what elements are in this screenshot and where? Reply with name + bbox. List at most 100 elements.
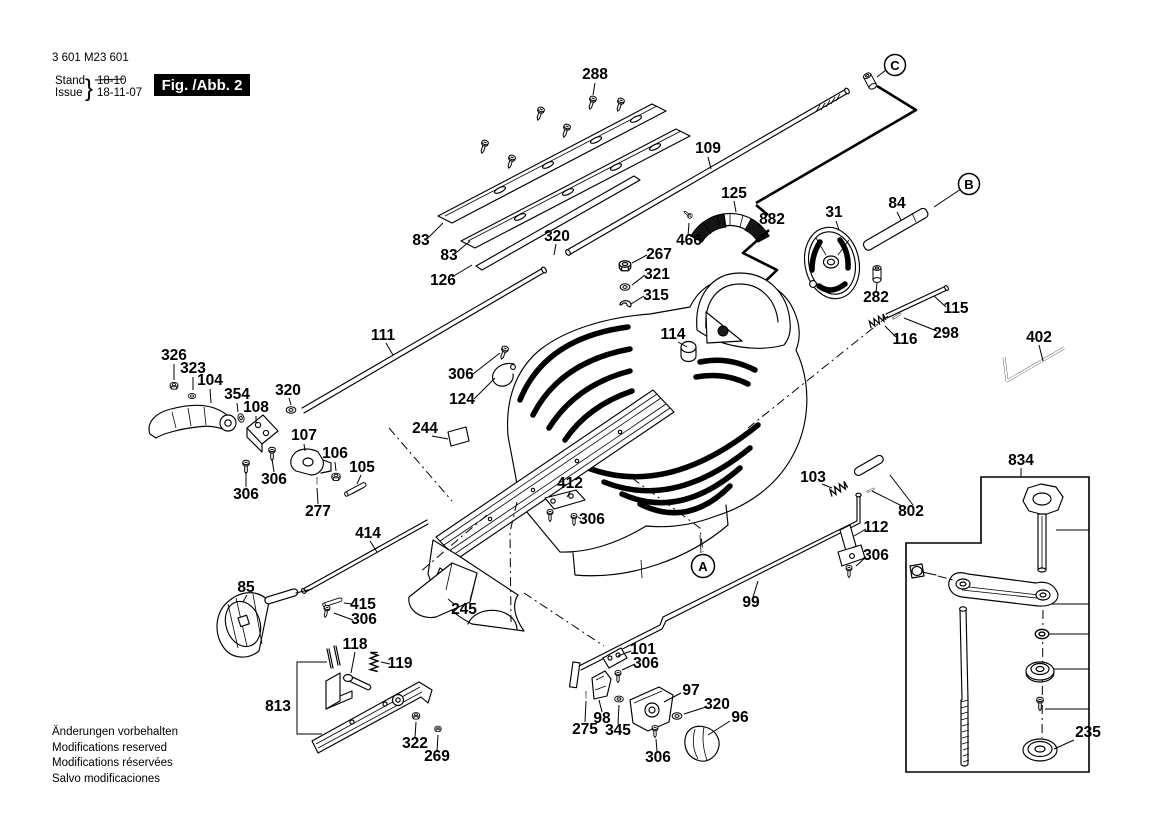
part-label-269: 269 [424,748,450,765]
footer-notes: Änderungen vorbehalten Modifications res… [52,726,178,785]
part-label-119: 119 [387,655,412,672]
part-label-322: 322 [402,735,428,752]
construction-lines [388,315,889,647]
part-label-101: 101 [630,641,656,658]
part-label-306: 306 [448,366,474,383]
strikethrough-line [94,78,125,81]
part-label-320: 320 [544,228,570,245]
part-label-306-3: 306 [233,486,259,503]
part-label-107: 107 [291,427,317,444]
part-label-345: 345 [605,722,631,739]
part-label-97: 97 [682,682,699,699]
pin-118 [342,673,372,691]
part-label-114: 114 [660,326,685,343]
spring-103 [827,480,849,498]
part-labels: 288 109 83 83 126 320 267 321 315 125 46… [161,66,1101,766]
part-label-108: 108 [243,399,269,416]
rod-109-threads [815,93,841,113]
part-label-31: 31 [825,204,843,221]
leader-lines [173,69,1075,752]
threaded-post [959,606,970,767]
spring-119 [369,651,379,673]
part-label-83: 83 [412,232,430,249]
svg-text:C: C [890,58,900,73]
pin-802 [853,454,884,477]
part-label-306-6: 306 [351,611,377,628]
part-label-115: 115 [943,300,968,317]
lever-group-drawing [148,382,368,498]
part-label-104: 104 [197,372,223,389]
footer-line-2: Modifications reserved [52,742,167,754]
part-label-414: 414 [355,525,381,542]
hex-key-402 [1002,346,1065,383]
knob-114 [680,340,697,363]
part-label-99: 99 [742,594,760,611]
part-label-326: 326 [161,347,187,364]
svg-text:B: B [964,177,973,192]
part-label-106: 106 [322,445,348,462]
footer-line-1: Änderungen vorbehalten [52,726,178,738]
part-label-288: 288 [582,66,608,83]
clip-315 [619,300,632,308]
latch-98 [591,670,612,700]
block-108 [246,414,279,445]
wing-screw [909,563,954,581]
foot-235 [1022,738,1058,762]
part-label-402: 402 [1026,329,1052,346]
part-label-118: 118 [342,636,367,653]
balloon-C: C [883,53,907,77]
part-label-412: 412 [557,475,583,492]
footer-line-4: Salvo modificaciones [52,773,160,785]
part-label-98: 98 [593,710,611,727]
part-label-415: 415 [350,596,376,613]
part-label-85: 85 [237,579,255,596]
part-label-125: 125 [721,185,747,202]
footer-line-3: Modifications réservées [52,757,173,769]
part-label-320-3: 320 [704,696,730,713]
part-label-235: 235 [1075,724,1101,741]
part-label-306-4: 306 [579,511,605,528]
part-label-323: 323 [180,360,206,377]
stop-group-drawing [585,647,720,762]
figure-label: Fig. /Abb. 2 [162,77,243,94]
part-label-109: 109 [695,140,721,157]
part-label-306-7: 306 [633,655,659,672]
part-label-112: 112 [863,519,888,536]
part-label-306-5: 306 [863,547,889,564]
clamp-arm [948,572,1059,607]
part-label-277: 277 [305,503,331,520]
cover-245 [408,562,478,619]
figure-label-box [154,74,250,96]
knob-85-group-drawing [216,562,478,658]
part-label-124: 124 [449,391,475,408]
rod-99-group-drawing [568,454,884,689]
part-label-354: 354 [224,386,250,403]
link-101 [602,647,628,669]
part-label-306-8: 306 [645,749,671,766]
brace-glyph: } [85,75,93,102]
part-label-315: 315 [643,287,669,304]
turntable-drawing [427,272,808,632]
rod-84 [862,207,929,251]
part-label-103: 103 [800,469,826,486]
balloon-B: B [957,172,981,196]
part-label-83-2: 83 [440,247,458,264]
part-label-244: 244 [412,420,438,437]
sticker-244 [447,426,470,447]
part-label-320-2: 320 [275,382,301,399]
nut-washer-stack-drawing [618,260,632,308]
title-block: 3 601 M23 601 Stand Issue } 18-10 18-11-… [52,52,250,102]
part-label-116: 116 [892,331,917,348]
part-label-111: 111 [371,327,396,344]
cup-washer [1025,661,1055,683]
part-label-245: 245 [451,601,477,618]
balloon-A: A [690,553,716,579]
fence-rails-drawing [437,94,691,271]
inset-box-drawing [905,476,1090,773]
part-label-126: 126 [430,272,456,289]
part-label-466: 466 [676,232,702,249]
scale-and-guard-drawing [682,84,918,299]
handwheel-group-drawing [803,71,949,329]
part-label-321: 321 [644,266,670,283]
